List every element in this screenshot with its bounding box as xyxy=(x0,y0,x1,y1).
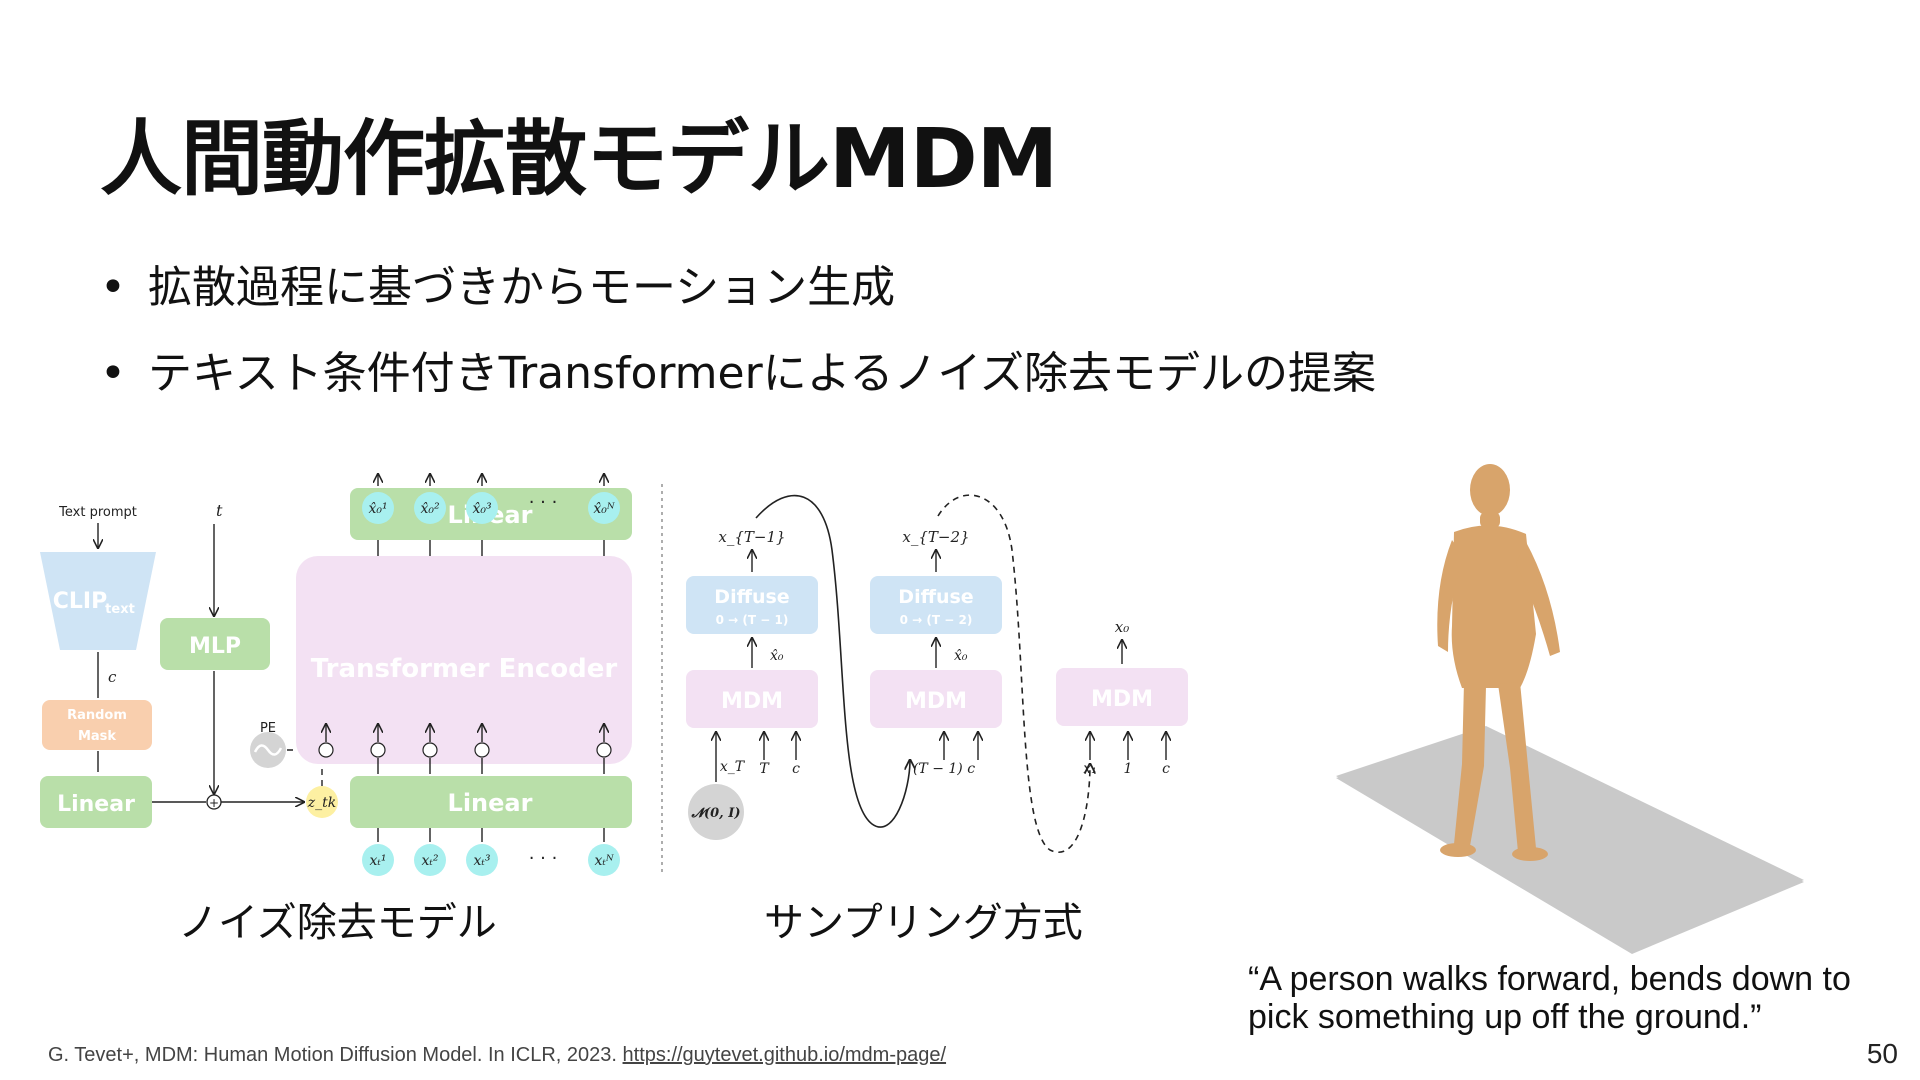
page-number: 50 xyxy=(1866,1038,1898,1069)
z-tk-label: z_tk xyxy=(307,795,337,811)
mdm-block-1 xyxy=(686,670,818,728)
mdm-label: MDM xyxy=(1091,687,1153,712)
output-token-strip: x̂₀¹ x̂₀² x̂₀³ · · · x̂₀ᴺ xyxy=(362,492,620,524)
input-token-2: xₜ² xyxy=(414,844,446,876)
x0-hat-label: x̂₀ xyxy=(954,648,968,664)
c-input-label: c xyxy=(1162,761,1170,777)
encoder-columns xyxy=(318,474,612,842)
bullet-item: • 拡散過程に基づきからモーション生成 xyxy=(100,258,1376,344)
figure-quote: “A person walks forward, bends down to p… xyxy=(1248,960,1851,1036)
t-input-label: T xyxy=(759,761,770,777)
input-token-n: xₜᴺ xyxy=(588,844,620,876)
clip-label: CLIP xyxy=(53,589,107,614)
input-token-3: xₜ³ xyxy=(466,844,498,876)
diffuse-block-2 xyxy=(870,576,1002,634)
output-token-2: x̂₀² xyxy=(414,492,446,524)
bullet-text: テキスト条件付きTransformerによるノイズ除去モデルの提案 xyxy=(148,348,1377,399)
random-mask-block xyxy=(42,700,152,750)
bullet-item: • テキスト条件付きTransformerによるノイズ除去モデルの提案 xyxy=(100,344,1376,430)
x0-output-label: x₀ xyxy=(1115,618,1129,636)
output-token-label: x̂₀² xyxy=(420,501,440,517)
sampling-diagram: x_{T−1} Diffuse 0 → (T − 1) x̂₀ MDM x_T … xyxy=(686,494,1188,853)
clip-encoder-block xyxy=(40,552,156,650)
plus-label: + xyxy=(209,796,219,810)
floor-plane xyxy=(1336,728,1804,954)
mdm-label: MDM xyxy=(905,689,967,714)
x-t-minus-2-label: x_{T−2} xyxy=(902,528,969,546)
input-ellipsis: · · · xyxy=(529,848,558,869)
random-mask-label-1: Random xyxy=(67,708,127,723)
c-input-label: c xyxy=(792,761,800,777)
input-token-label: xₜ³ xyxy=(474,853,491,869)
linear-bottom-block xyxy=(350,776,632,828)
human-scene xyxy=(1336,464,1804,954)
input-token-label: xₜ² xyxy=(422,853,439,869)
diffuse-label: Diffuse xyxy=(898,586,973,608)
mdm-label: MDM xyxy=(721,689,783,714)
denoiser-diagram: Text prompt CLIP text c Random Mask Line… xyxy=(40,460,632,876)
output-token-3: x̂₀³ xyxy=(466,492,498,524)
transformer-encoder-block xyxy=(296,556,632,764)
clip-sub-label: text xyxy=(105,602,135,617)
output-token-label: x̂₀ᴺ xyxy=(593,501,615,517)
z-tk-node xyxy=(306,786,338,818)
denoiser-caption: ノイズ除去モデル xyxy=(178,900,497,946)
x-t-minus-1-label: x_{T−1} xyxy=(718,528,785,546)
random-mask-label-2: Mask xyxy=(78,729,116,744)
one-label: 1 xyxy=(1124,761,1133,777)
pe-label: PE xyxy=(260,721,276,736)
diffuse-block-1 xyxy=(686,576,818,634)
input-token-1: xₜ¹ xyxy=(362,844,394,876)
output-token-label: x̂₀¹ xyxy=(368,501,387,517)
mlp-block xyxy=(160,618,270,670)
mdm-block-2 xyxy=(870,670,1002,728)
feedback-arrow-1 xyxy=(755,494,910,828)
page-title: 人間動作拡散モデルMDM xyxy=(100,112,1058,207)
linear-left-label: Linear xyxy=(57,792,135,817)
diffuse-range-label: 0 → (T − 1) xyxy=(716,613,789,627)
diffuse-label: Diffuse xyxy=(714,586,789,608)
citation-link[interactable]: https://guytevet.github.io/mdm-page/ xyxy=(622,1044,947,1066)
input-token-label: xₜᴺ xyxy=(594,853,613,869)
mdm-block-3 xyxy=(1056,668,1188,726)
x0-hat-label: x̂₀ xyxy=(770,648,784,664)
t-minus-1-c-label: (T − 1) c xyxy=(913,761,975,777)
bullet-dot: • xyxy=(100,262,126,313)
c-label: c xyxy=(108,668,117,686)
bullet-dot: • xyxy=(100,348,126,399)
output-token-1: x̂₀¹ xyxy=(362,492,394,524)
bullet-text: 拡散過程に基づきからモーション生成 xyxy=(148,262,896,313)
output-token-n: x̂₀ᴺ xyxy=(588,492,620,524)
sine-wave-icon xyxy=(253,744,283,756)
linear-left-block xyxy=(40,776,152,828)
citation-footer: G. Tevet+, MDM: Human Motion Diffusion M… xyxy=(48,1044,946,1067)
feedback-arrow-2 xyxy=(937,494,1090,853)
input-token-label: xₜ¹ xyxy=(370,853,387,869)
bullet-list: • 拡散過程に基づきからモーション生成 • テキスト条件付きTransformerに… xyxy=(100,258,1376,430)
text-prompt-label: Text prompt xyxy=(58,505,137,520)
citation-text: G. Tevet+, MDM: Human Motion Diffusion M… xyxy=(48,1044,617,1066)
person-walking-icon xyxy=(1437,464,1560,861)
noise-node xyxy=(688,784,744,840)
output-ellipsis: · · · xyxy=(529,492,558,513)
transformer-encoder-label: Transformer Encoder xyxy=(311,654,618,684)
mlp-label: MLP xyxy=(189,634,241,659)
x-t-label: x_T xyxy=(720,759,746,775)
output-token-label: x̂₀³ xyxy=(472,501,492,517)
x1-label: x₁ xyxy=(1083,761,1097,777)
output-ellipsis: · · · xyxy=(529,460,558,463)
t-label: t xyxy=(216,501,223,520)
sampling-caption: サンプリング方式 xyxy=(764,900,1083,946)
diffuse-range-label: 0 → (T − 2) xyxy=(900,613,973,627)
linear-bottom-label: Linear xyxy=(448,789,533,817)
noise-label: 𝓝(0, I) xyxy=(691,806,741,821)
